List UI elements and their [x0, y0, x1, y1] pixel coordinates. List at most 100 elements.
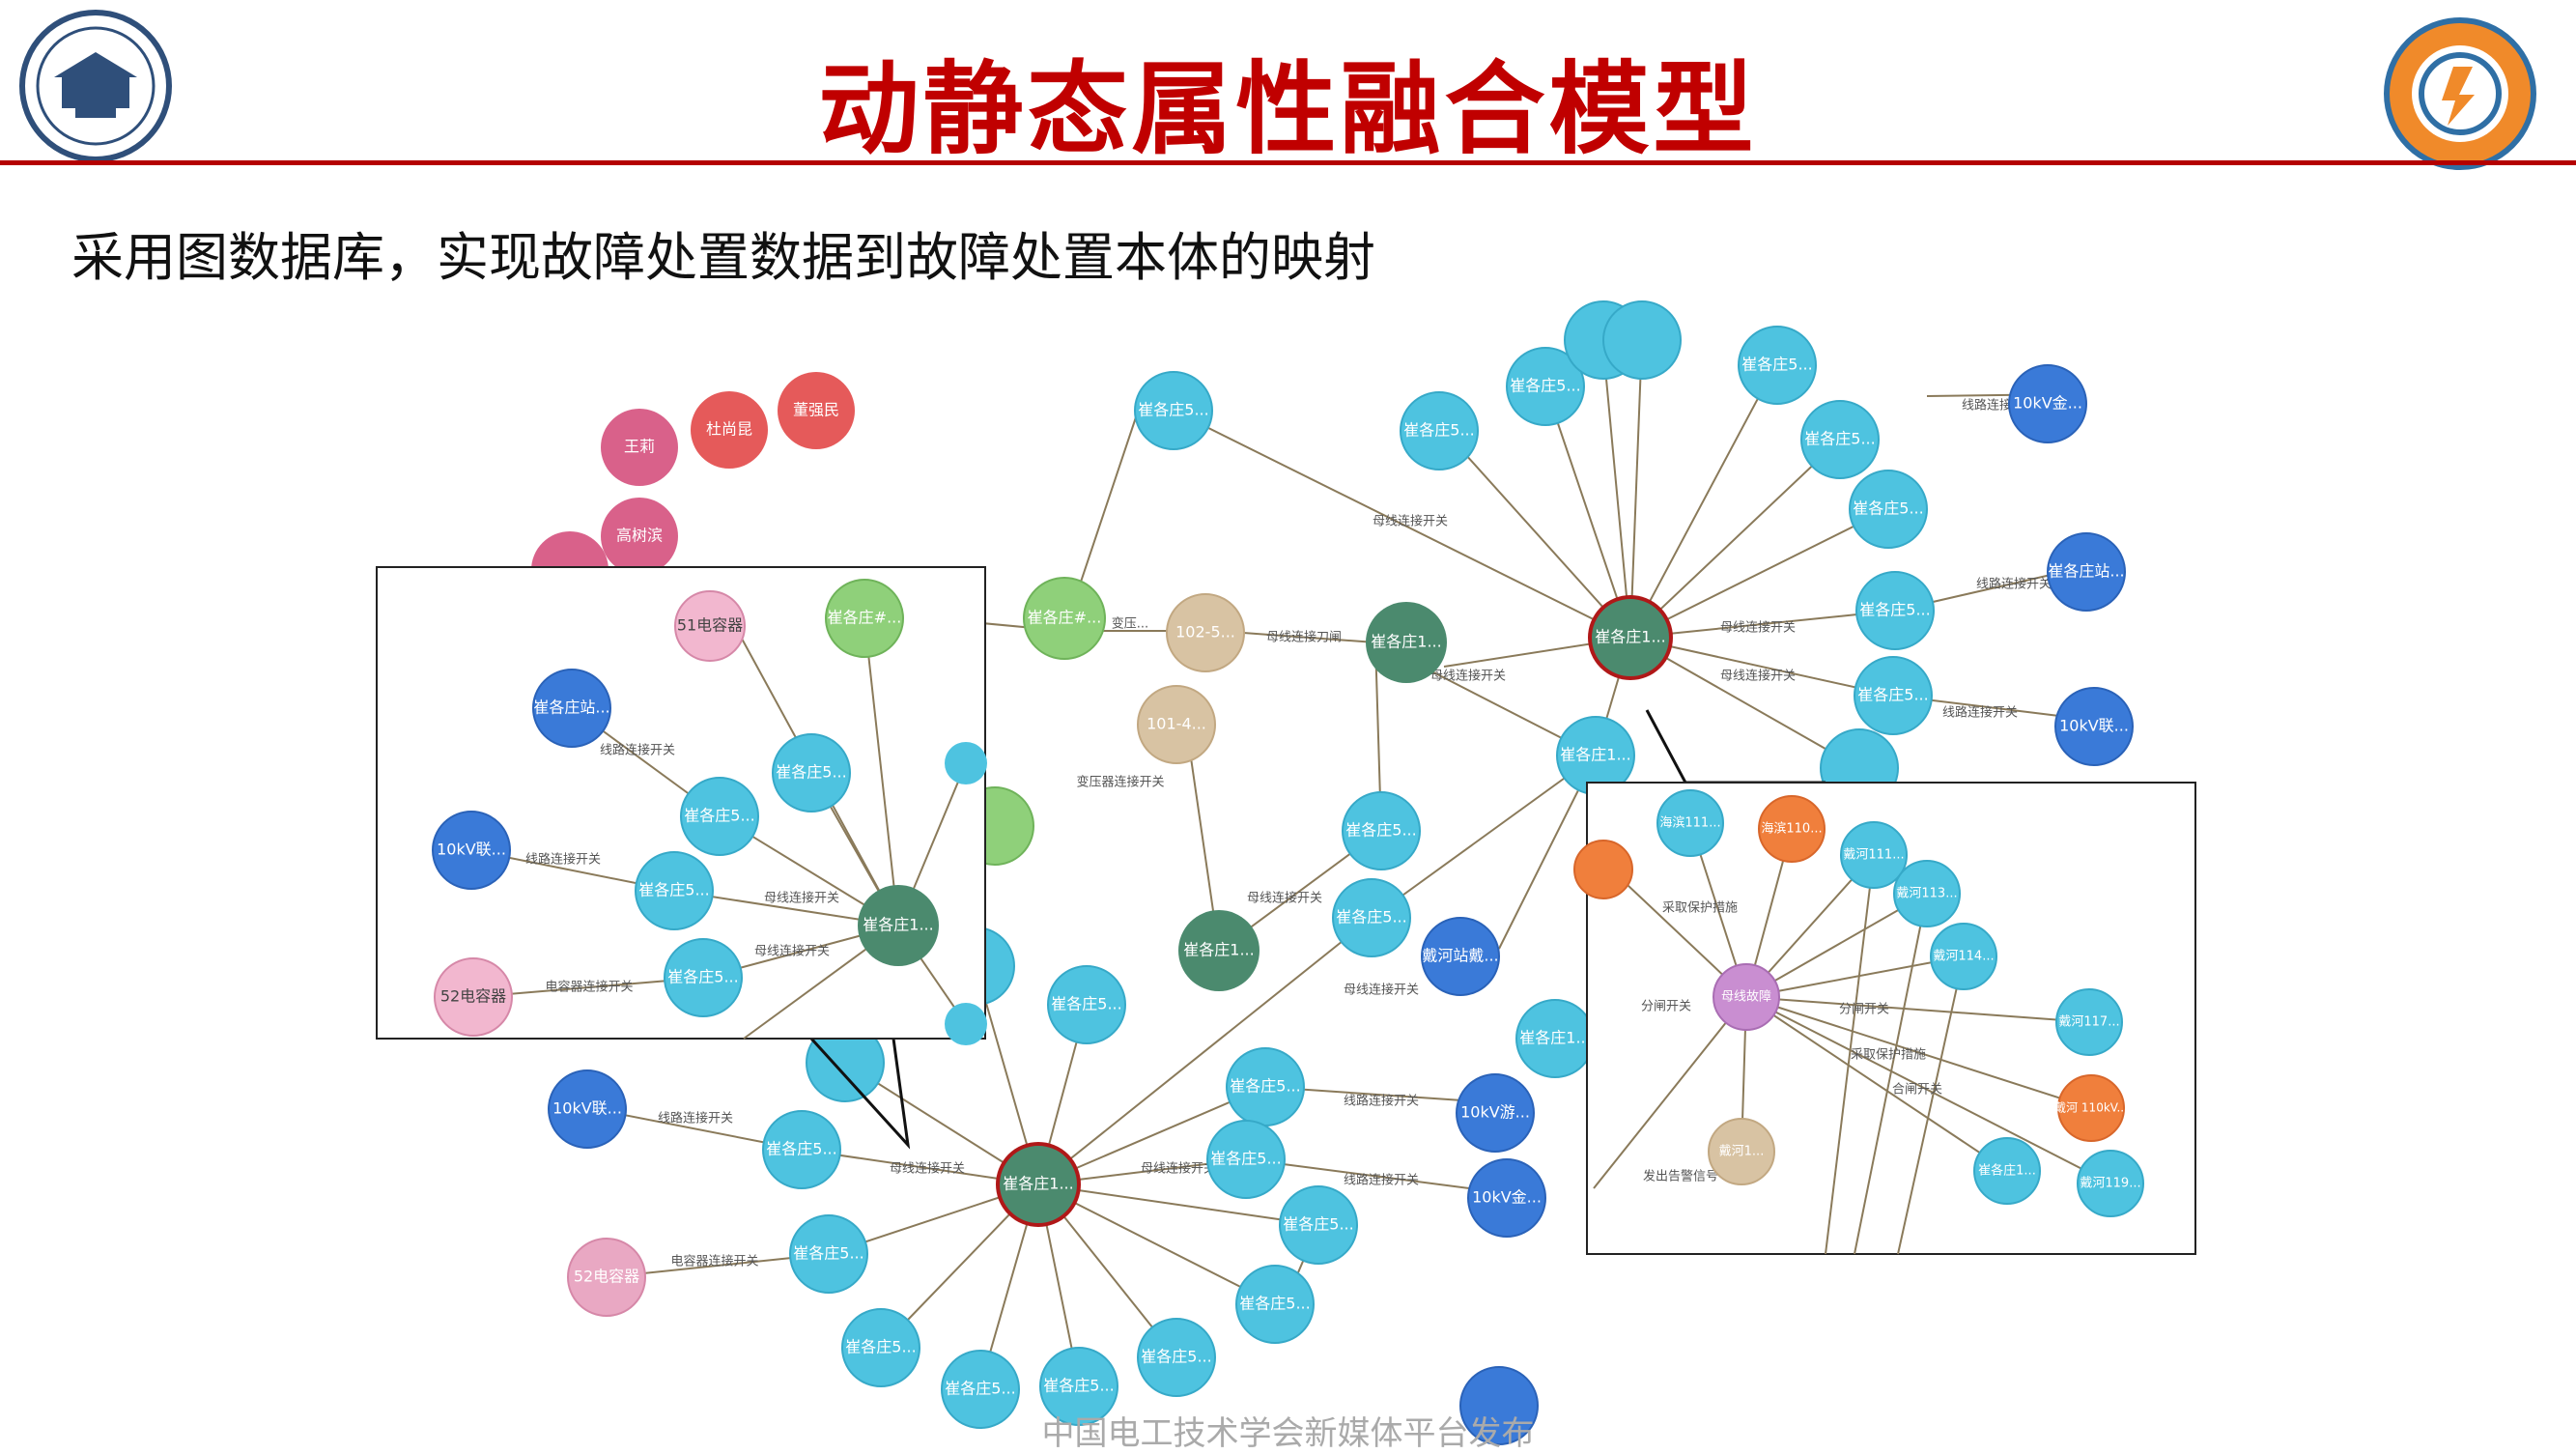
- svg-text:合闸开关: 合闸开关: [1892, 1083, 1942, 1098]
- edge-label-bus-switch-6: 母线连接开关: [1720, 669, 1796, 684]
- badge-graphic: [2412, 45, 2508, 142]
- svg-text:崔各庄1...: 崔各庄1...: [863, 916, 933, 934]
- svg-text:杜尚昆: 杜尚昆: [706, 420, 752, 439]
- svg-text:母线连接开关: 母线连接开关: [754, 944, 830, 959]
- svg-text:10kV游...: 10kV游...: [1460, 1103, 1530, 1122]
- svg-text:102-5...: 102-5...: [1175, 623, 1235, 641]
- node-cuigezhuang-1-a: [1366, 602, 1447, 683]
- svg-text:52电容器: 52电容器: [440, 987, 506, 1006]
- svg-text:崔各庄5...: 崔各庄5...: [1741, 356, 1812, 374]
- svg-text:51电容器: 51电容器: [677, 616, 743, 635]
- svg-text:崔各庄1...: 崔各庄1...: [1183, 941, 1254, 959]
- svg-text:崔各庄1...: 崔各庄1...: [1371, 633, 1441, 651]
- svg-text:崔各庄5...: 崔各庄5...: [1345, 821, 1416, 840]
- svg-text:崔各庄5...: 崔各庄5...: [1230, 1077, 1300, 1096]
- edge-label-bus-switch-2: 母线连接开关: [1430, 669, 1506, 684]
- svg-text:戴河119...: 戴河119...: [2080, 1177, 2140, 1191]
- inset-left: 线路连接开关 线路连接开关 电容器连接开关 母线连接开关 母线连接开关 51电容…: [376, 566, 987, 1045]
- node-blue-partial: [1459, 1366, 1539, 1445]
- node-cuigezhuang-5-a: [1134, 371, 1213, 450]
- svg-text:采取保护措施: 采取保护措施: [1851, 1048, 1926, 1063]
- svg-text:崔各庄站...: 崔各庄站...: [533, 698, 609, 717]
- svg-text:线路连接开关: 线路连接开关: [600, 743, 675, 758]
- svg-text:10kV金...: 10kV金...: [2013, 394, 2082, 413]
- svg-text:母线故障: 母线故障: [1721, 990, 1771, 1005]
- edge-label-bus-switch-8: 母线连接开关: [1141, 1161, 1216, 1177]
- svg-text:分闸开关: 分闸开关: [1839, 1003, 1889, 1017]
- svg-text:101-4...: 101-4...: [1146, 715, 1206, 733]
- node-cuigezhuang-1-hub: [1588, 595, 1673, 680]
- seal-graphic: [36, 26, 156, 146]
- inset-right-edge-labels: 分闸开关 采取保护措施 分闸开关 采取保护措施 合闸开关 发出告警信号: [1641, 901, 1942, 1184]
- svg-text:戴河111...: 戴河111...: [1843, 848, 1904, 863]
- node-gaoshubin: [601, 498, 678, 575]
- university-seal-icon: [19, 10, 172, 162]
- svg-text:崔各庄5...: 崔各庄5...: [1141, 1348, 1211, 1366]
- svg-text:崔各庄5...: 崔各庄5...: [1857, 686, 1928, 704]
- svg-text:王莉: 王莉: [624, 438, 655, 456]
- svg-text:崔各庄5...: 崔各庄5...: [1403, 421, 1474, 440]
- svg-text:海滨110...: 海滨110...: [1761, 821, 1822, 837]
- svg-text:10kV联...: 10kV联...: [2059, 717, 2129, 735]
- svg-text:崔各庄5...: 崔各庄5...: [1859, 601, 1930, 619]
- svg-text:电容器连接开关: 电容器连接开关: [545, 980, 633, 995]
- svg-text:崔各庄5...: 崔各庄5...: [766, 1140, 836, 1158]
- svg-text:52电容器: 52电容器: [574, 1268, 639, 1286]
- edge-label-bus-switch-5: 母线连接开关: [1720, 620, 1796, 636]
- svg-text:戴河113...: 戴河113...: [1896, 887, 1957, 901]
- svg-text:崔各庄5...: 崔各庄5...: [1051, 995, 1121, 1013]
- svg-text:戴河114...: 戴河114...: [1933, 950, 1994, 964]
- node-101-4: [1137, 685, 1216, 764]
- svg-text:崔各庄5...: 崔各庄5...: [945, 1380, 1015, 1398]
- svg-text:崔各庄5...: 崔各庄5...: [684, 807, 754, 825]
- svg-text:崔各庄5...: 崔各庄5...: [1210, 1150, 1281, 1168]
- node-52-capacitor: [567, 1238, 646, 1317]
- edge-label-line-switch-4: 线路连接开关: [1344, 1094, 1419, 1109]
- slide-title: 动静态属性融合模型: [818, 50, 1758, 168]
- node-cuigezhuang-1-hub2: [996, 1142, 1081, 1227]
- svg-text:采取保护措施: 采取保护措施: [1662, 901, 1738, 916]
- svg-text:线路连接开关: 线路连接开关: [525, 852, 601, 868]
- inset-left-edge-labels: 线路连接开关 线路连接开关 电容器连接开关 母线连接开关 母线连接开关: [525, 743, 839, 995]
- edge-label-bus-knife: 母线连接刀闸: [1266, 630, 1342, 645]
- svg-text:发出告警信号: 发出告警信号: [1643, 1169, 1718, 1184]
- edge-label-bus-switch-4: 母线连接开关: [1344, 983, 1419, 998]
- svg-text:崔各庄1...: 崔各庄1...: [1595, 628, 1665, 646]
- footer-credit: 中国电工技术学会新媒体平台发布: [1041, 1414, 1535, 1453]
- school-badge-icon: [2384, 17, 2536, 170]
- svg-text:崔各庄1...: 崔各庄1...: [1978, 1163, 2036, 1179]
- inset-right: 分闸开关 采取保护措施 分闸开关 采取保护措施 合闸开关 发出告警信号 海滨11…: [1573, 782, 2196, 1255]
- graph-nodes: 崔各庄5... 王莉 杜尚昆 董强民 高树滨 崔各庄#... 102-5... …: [531, 364, 2134, 1445]
- edge-label-bus-switch-3: 母线连接开关: [1247, 891, 1322, 906]
- title-divider: [0, 160, 2576, 165]
- node-10kv-jin-a: [2008, 364, 2087, 443]
- svg-text:崔各庄5...: 崔各庄5...: [1336, 908, 1406, 927]
- node-cuigezhuang-hash-a: [1023, 577, 1106, 660]
- edge-label-bus-switch: 母线连接开关: [1373, 514, 1448, 529]
- svg-text:崔各庄5...: 崔各庄5...: [793, 1244, 863, 1263]
- node-10kv-jin-b: [1467, 1158, 1546, 1238]
- node-dushangkun: [691, 391, 768, 469]
- svg-text:10kV联...: 10kV联...: [437, 841, 506, 859]
- svg-text:崔各庄5...: 崔各庄5...: [1510, 377, 1580, 395]
- svg-text:崔各庄5...: 崔各庄5...: [1283, 1215, 1353, 1234]
- node-wangli: [601, 409, 678, 486]
- svg-text:崔各庄5...: 崔各庄5...: [667, 968, 738, 986]
- svg-text:分闸开关: 分闸开关: [1641, 1000, 1691, 1014]
- svg-text:崔各庄#...: 崔各庄#...: [828, 609, 902, 627]
- svg-text:崔各庄站...: 崔各庄站...: [2048, 562, 2124, 581]
- svg-text:崔各庄5...: 崔各庄5...: [1853, 499, 1923, 518]
- svg-text:崔各庄#...: 崔各庄#...: [1028, 609, 1102, 627]
- node-dongqiangmin: [778, 372, 855, 449]
- edge-label-line-switch-6: 线路连接开关: [658, 1111, 733, 1126]
- edge-label-cap-switch: 电容器连接开关: [670, 1254, 758, 1269]
- svg-text:崔各庄1...: 崔各庄1...: [1519, 1029, 1590, 1047]
- graph-edge-labels: 母线连接开关 母线连接刀闸 母线连接开关 母线连接开关 母线连接开关 线路连接开…: [658, 398, 2052, 1269]
- svg-text:崔各庄1...: 崔各庄1...: [1003, 1175, 1073, 1193]
- svg-text:10kV金...: 10kV金...: [1472, 1188, 1542, 1207]
- svg-text:崔各庄5...: 崔各庄5...: [1804, 430, 1875, 448]
- edge-label-bus-switch-7: 母线连接开关: [890, 1161, 965, 1177]
- svg-text:戴河1...: 戴河1...: [1719, 1145, 1765, 1159]
- svg-text:崔各庄5...: 崔各庄5...: [845, 1338, 916, 1356]
- svg-text:崔各庄5...: 崔各庄5...: [638, 881, 709, 899]
